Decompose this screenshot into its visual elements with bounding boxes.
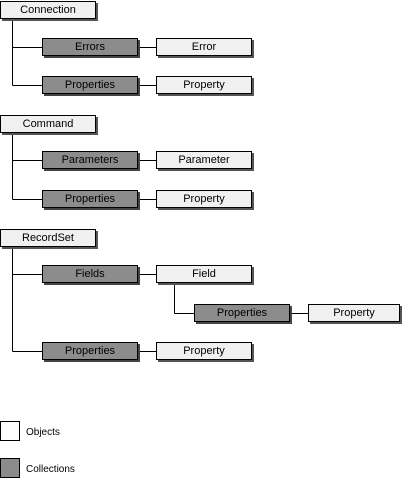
legend-objects-label: Objects — [26, 427, 60, 438]
field-property-object: Property — [308, 304, 400, 322]
recordset-property-object: Property — [156, 342, 252, 360]
command-property-object: Property — [156, 190, 252, 208]
error-object: Error — [156, 38, 252, 56]
legend-collections-label: Collections — [26, 464, 75, 475]
connection-properties-collection: Properties — [42, 76, 138, 94]
command-properties-collection: Properties — [42, 190, 138, 208]
command-object: Command — [0, 115, 96, 133]
parameter-object: Parameter — [156, 151, 252, 169]
recordset-object: RecordSet — [0, 229, 96, 247]
connection-property-object: Property — [156, 76, 252, 94]
legend-objects-swatch — [0, 421, 20, 441]
fields-collection: Fields — [42, 265, 138, 283]
field-object: Field — [156, 265, 252, 283]
recordset-properties-collection: Properties — [42, 342, 138, 360]
field-properties-collection: Properties — [194, 304, 290, 322]
connection-object: Connection — [0, 1, 96, 19]
errors-collection: Errors — [42, 38, 138, 56]
legend-collections-swatch — [0, 458, 20, 478]
parameters-collection: Parameters — [42, 151, 138, 169]
